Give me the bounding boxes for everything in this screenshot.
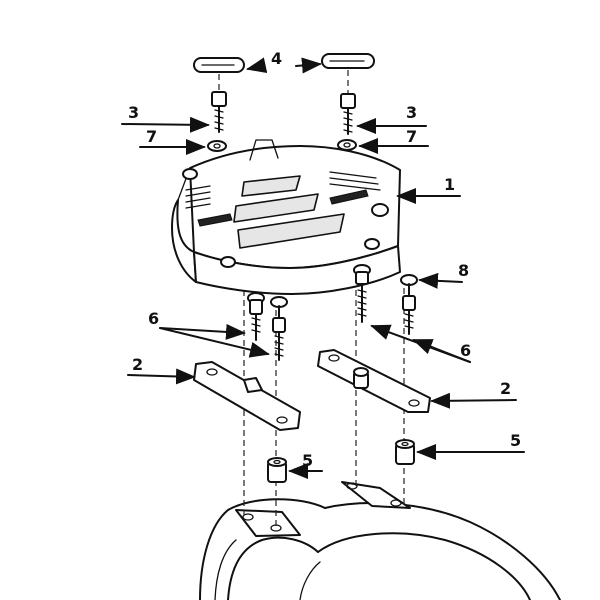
callout-5-right: 5 xyxy=(510,431,521,450)
top-rack-plate xyxy=(171,139,401,295)
bolt-right-a xyxy=(353,264,371,323)
spacer-right xyxy=(395,439,415,465)
callout-8: 8 xyxy=(458,261,469,280)
tail-bracket-left xyxy=(235,509,301,537)
washer-right xyxy=(337,139,357,151)
tail-bracket-right xyxy=(341,481,411,509)
rack-vent-left xyxy=(185,185,211,209)
callout-7-right: 7 xyxy=(406,127,417,146)
callout-5-left: 5 xyxy=(302,451,313,470)
bolt-left-b xyxy=(270,296,288,361)
callout-arrows xyxy=(121,57,525,479)
spacer-left xyxy=(267,457,287,483)
callout-3-left: 3 xyxy=(128,103,139,122)
callout-2-right: 2 xyxy=(500,379,511,398)
top-screw-right xyxy=(340,93,356,135)
washer-left xyxy=(207,140,227,152)
callout-7-left: 7 xyxy=(146,127,157,146)
bolt-right-b xyxy=(400,274,418,335)
callout-3-right: 3 xyxy=(406,103,417,122)
callout-2-left: 2 xyxy=(132,355,143,374)
rubber-pad-right xyxy=(321,53,375,69)
motorcycle-tail xyxy=(199,498,561,600)
callout-6-left: 6 xyxy=(148,309,159,328)
callout-labels: 4 3 3 7 7 1 8 6 6 2 2 5 5 xyxy=(128,49,521,470)
support-plate-left xyxy=(193,361,301,431)
top-screw-left xyxy=(211,91,227,133)
callout-6-right: 6 xyxy=(460,341,471,360)
support-plate-right xyxy=(317,349,431,413)
callout-4: 4 xyxy=(271,49,282,68)
rack-vent-right xyxy=(329,171,381,191)
bolt-left-a xyxy=(247,292,265,341)
rubber-pad-left xyxy=(193,57,245,73)
callout-1: 1 xyxy=(444,175,455,194)
